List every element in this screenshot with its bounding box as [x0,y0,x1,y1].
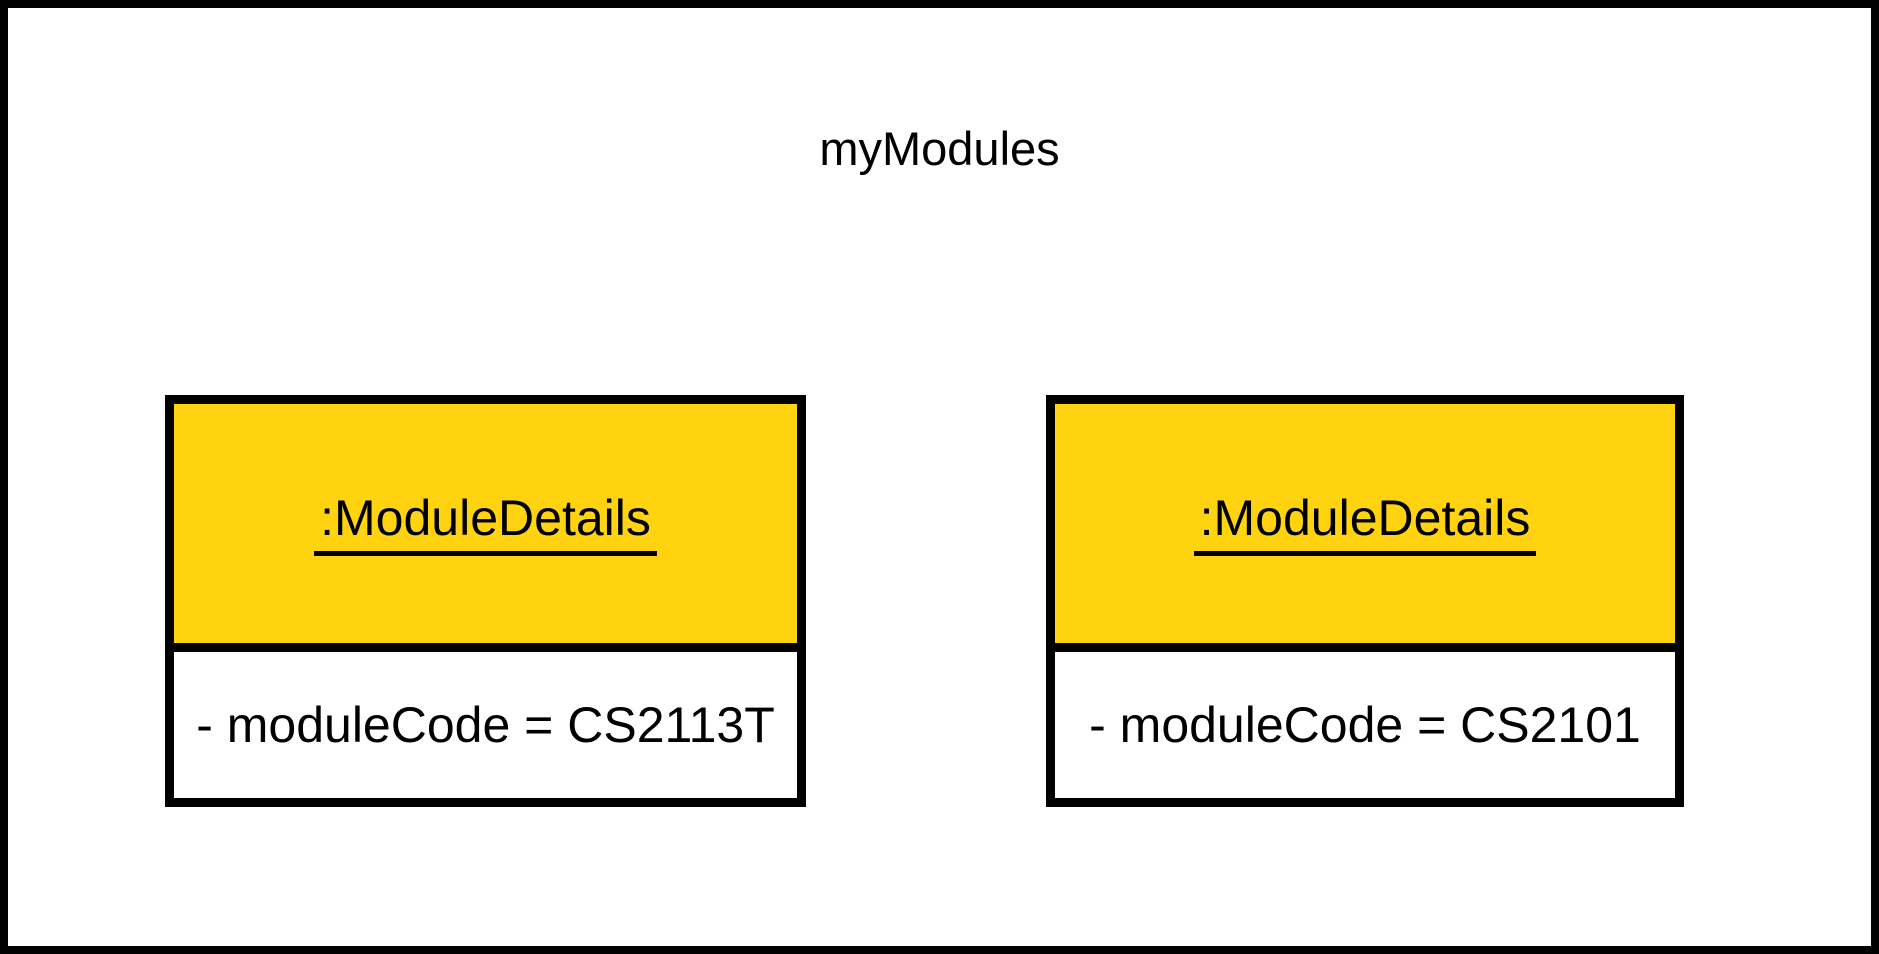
object-attribute: - moduleCode = CS2113T [196,696,775,753]
object-body: - moduleCode = CS2101 [1055,652,1675,798]
object-name: :ModuleDetails [1193,491,1537,556]
object-header: :ModuleDetails [1055,404,1675,652]
object-box-left: :ModuleDetails - moduleCode = CS2113T [165,395,806,807]
diagram-title: myModules [819,122,1060,175]
object-body: - moduleCode = CS2113T [174,652,797,798]
object-header: :ModuleDetails [174,404,797,652]
object-attribute: - moduleCode = CS2101 [1089,696,1641,753]
object-box-right: :ModuleDetails - moduleCode = CS2101 [1046,395,1684,807]
object-name: :ModuleDetails [314,491,657,556]
